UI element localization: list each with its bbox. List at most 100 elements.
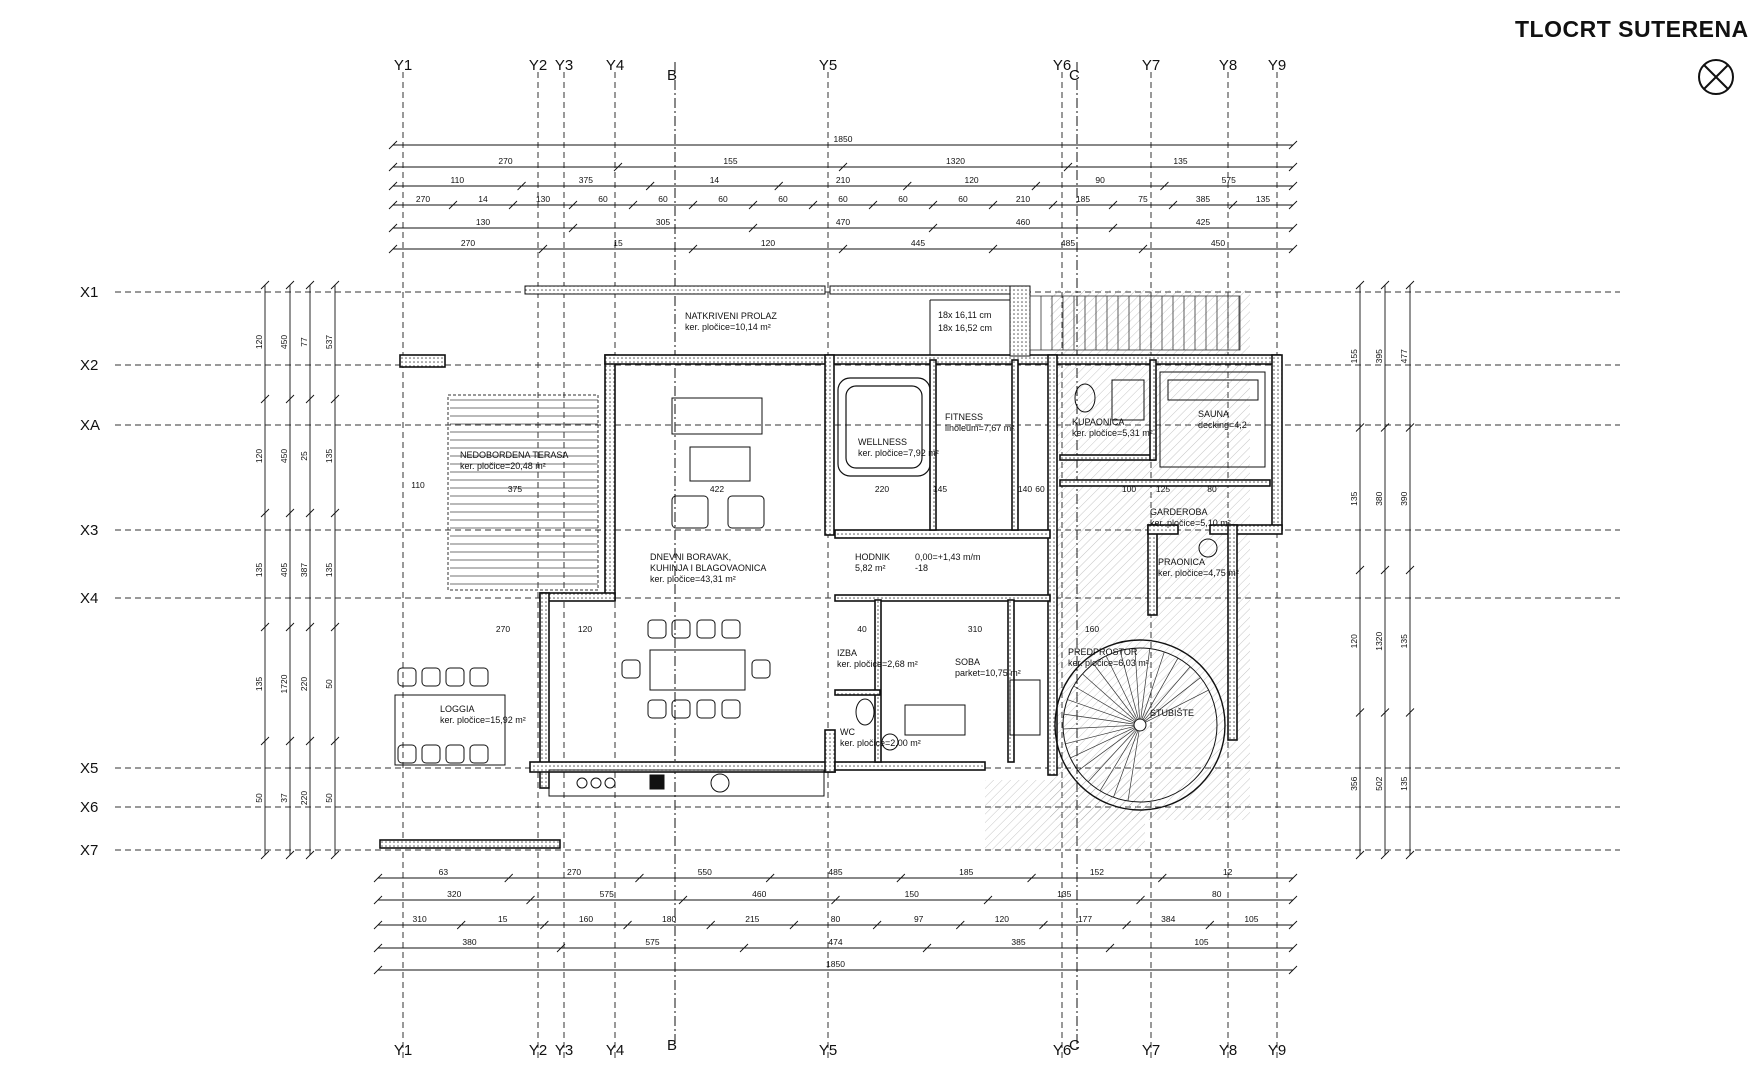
axis-label-x: X7	[80, 842, 98, 859]
room-area: ker. pločice=43,31 m²	[650, 574, 736, 584]
dimension-value: 80	[1212, 889, 1222, 899]
dimension-value: 470	[836, 217, 850, 227]
axis-label-y-bottom: Y4	[606, 1042, 624, 1059]
room-name: HODNIK	[855, 552, 890, 562]
dimension-value: 575	[645, 937, 659, 947]
axis-label-y-bottom: Y8	[1219, 1042, 1237, 1059]
dimension-value-vertical: 135	[1399, 776, 1409, 790]
dimension-value: 485	[1061, 238, 1075, 248]
drawing-title: TLOCRT SUTERENA	[1515, 16, 1749, 42]
dimension-value-vertical: 120	[1349, 634, 1359, 648]
dimension-value: 1850	[834, 134, 853, 144]
axis-label-y-bottom: Y5	[819, 1042, 837, 1059]
dimension-value: 75	[1138, 194, 1148, 204]
dimension-value: 180	[662, 914, 676, 924]
terrace-stripes	[450, 399, 598, 585]
room-name: SOBA	[955, 657, 980, 667]
dimension-value: 375	[579, 175, 593, 185]
room-area: 5,82 m²	[855, 563, 886, 573]
dimension-value-vertical: 135	[1399, 634, 1409, 648]
dimension-value: 320	[447, 889, 461, 899]
dimension-value: 120	[761, 238, 775, 248]
walls	[379, 354, 1283, 849]
axis-label-y: Y2	[529, 57, 547, 74]
dimension-value: 60	[958, 194, 968, 204]
dimension-value-vertical: 155	[1349, 349, 1359, 363]
axis-label-x: X3	[80, 522, 98, 539]
dimension-value: 160	[579, 914, 593, 924]
dimension-value: 425	[1196, 217, 1210, 227]
wellness-tub	[837, 377, 931, 477]
dimension-value-vertical: 380	[1374, 491, 1384, 505]
loggia-furniture	[394, 667, 506, 766]
dimension-value-vertical: 390	[1399, 491, 1409, 505]
dimension-value: 155	[723, 156, 737, 166]
dimension-value: 130	[476, 217, 490, 227]
section-c-bottom: C	[1069, 1037, 1080, 1054]
dimension-value: 270	[416, 194, 430, 204]
dimension-value: 60	[658, 194, 668, 204]
axis-label-y-bottom: Y3	[555, 1042, 573, 1059]
room-area: ker. pločice=5,10 m²	[1150, 518, 1231, 528]
dimension-value: 12	[1223, 867, 1233, 877]
axis-label-y: Y7	[1142, 57, 1160, 74]
dimension-value: 460	[1016, 217, 1030, 227]
dimension-value-vertical: 477	[1399, 349, 1409, 363]
inner-dimension: 120	[578, 624, 592, 634]
dimension-value: 14	[710, 175, 720, 185]
room-name: NEDOBORDENA TERASA	[460, 450, 568, 460]
room-area: ker. pločice=20,48 m²	[460, 461, 546, 471]
dimension-value-vertical: 450	[279, 335, 289, 349]
dimension-value: 152	[1090, 867, 1104, 877]
room-name: STUBIŠTE	[1150, 708, 1194, 718]
spiral-staircase	[1054, 639, 1226, 811]
room-label: STUBIŠTE	[1150, 708, 1194, 718]
dimension-value-vertical: 120	[254, 449, 264, 463]
axis-label-y-bottom: Y6	[1053, 1042, 1071, 1059]
dimension-value-vertical: 1320	[1374, 632, 1384, 651]
room-name: KUPAONICA	[1072, 417, 1124, 427]
section-b-top: B	[667, 67, 677, 84]
room-area: ker. pločice=4,75 m²	[1158, 568, 1239, 578]
dimension-value: 60	[898, 194, 908, 204]
dimension-value-vertical: 135	[1349, 491, 1359, 505]
axis-label-y: Y6	[1053, 57, 1071, 74]
inner-dimension: 60	[1035, 484, 1045, 494]
dimension-value: 550	[698, 867, 712, 877]
axis-label-x: X5	[80, 760, 98, 777]
room-name: DNEVNI BORAVAK,	[650, 552, 731, 562]
room-name: FITNESS	[945, 412, 983, 422]
dimension-value: 1850	[826, 959, 845, 969]
dimension-value: 474	[828, 937, 842, 947]
room-name: PRAONICA	[1158, 557, 1205, 567]
dimension-value-vertical: 220	[299, 677, 309, 691]
dimension-value: 210	[836, 175, 850, 185]
room-name: WELLNESS	[858, 437, 907, 447]
room-name: LOGGIA	[440, 704, 475, 714]
dimension-value: 63	[439, 867, 449, 877]
dimension-value: 310	[412, 914, 426, 924]
dimension-value-vertical: 50	[324, 679, 334, 689]
dimension-value: 120	[964, 175, 978, 185]
room-area: decking=4,2	[1198, 420, 1247, 430]
dimension-value: 60	[598, 194, 608, 204]
dimension-value-vertical: 395	[1374, 349, 1384, 363]
room-area: ker. pločice=2,68 m²	[837, 659, 918, 669]
inner-dimension: 110	[411, 480, 425, 490]
bathroom-fixtures	[855, 371, 1266, 751]
inner-dimension: 310	[968, 624, 982, 634]
dimension-value-vertical: 1720	[279, 674, 289, 693]
axis-label-x: X1	[80, 284, 98, 301]
covered-passage	[524, 285, 1031, 357]
dimension-value-vertical: 387	[299, 563, 309, 577]
kitchen-island	[671, 397, 765, 529]
inner-dimension: 375	[508, 484, 522, 494]
dimension-value-vertical: 135	[254, 563, 264, 577]
dimension-value: 177	[1078, 914, 1092, 924]
